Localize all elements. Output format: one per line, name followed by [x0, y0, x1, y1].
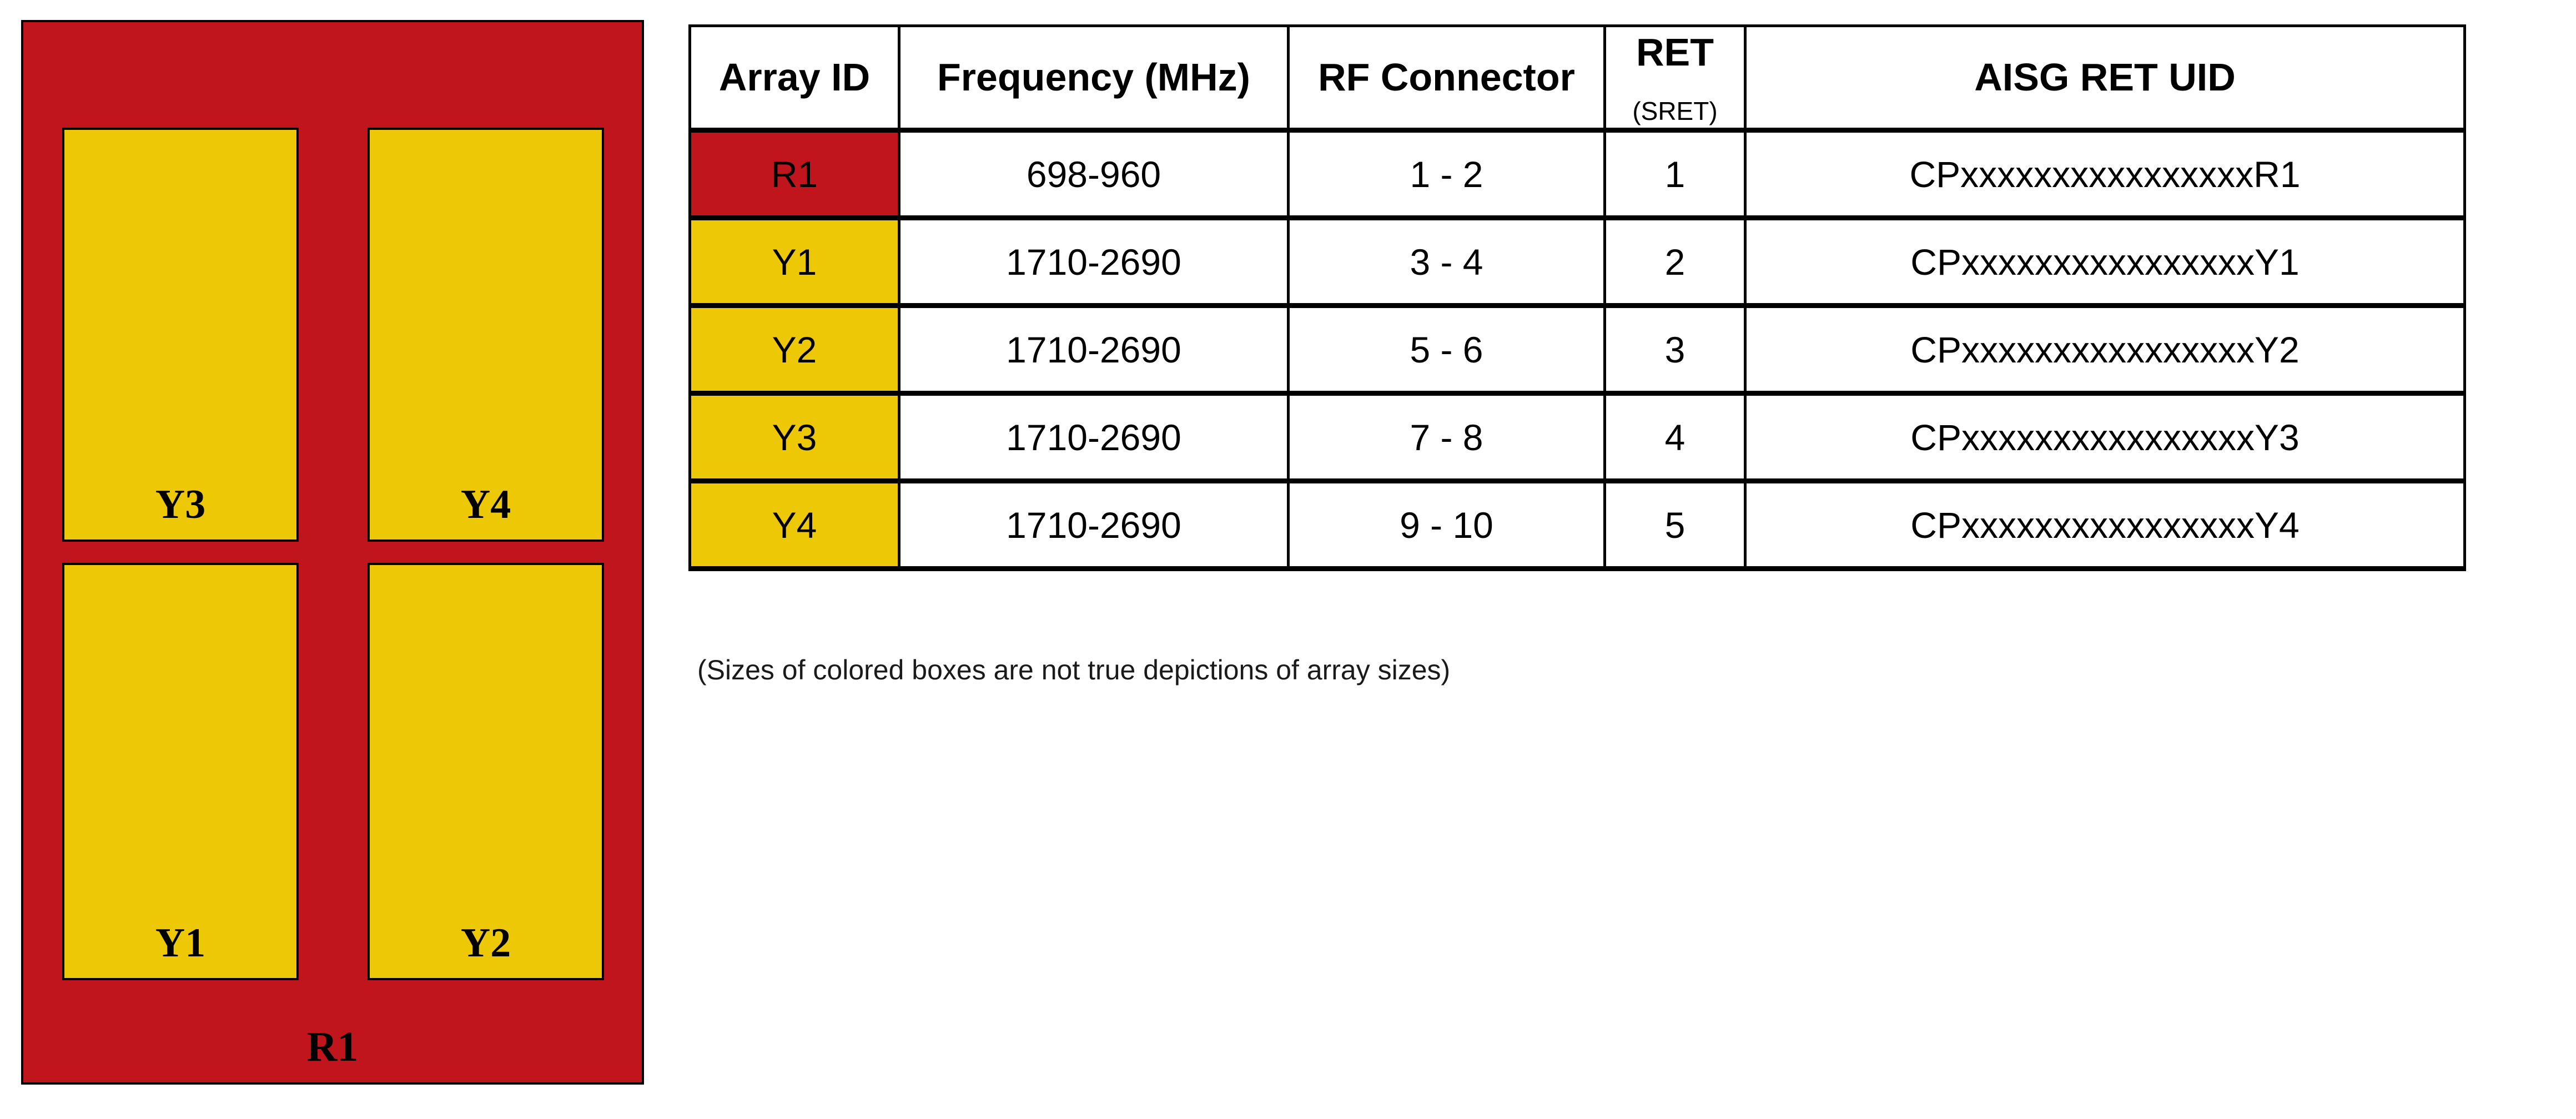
cell-frequency: 698-960: [898, 129, 1290, 220]
array-box-y1: Y1: [62, 563, 299, 980]
cell-ret: 5: [1603, 480, 1747, 571]
cell-rf-connector: 1 - 2: [1287, 129, 1606, 220]
table-row: Y1 1710-2690 3 - 4 2 CPxxxxxxxxxxxxxxxxY…: [688, 216, 2466, 308]
cell-aisg-ret-uid: CPxxxxxxxxxxxxxxxxY3: [1744, 392, 2466, 483]
cell-aisg-ret-uid: CPxxxxxxxxxxxxxxxxR1: [1744, 129, 2466, 220]
array-box-label: Y2: [460, 920, 511, 966]
cell-frequency: 1710-2690: [898, 216, 1290, 308]
antenna-panel-diagram: Y3 Y4 Y1 Y2 R1: [21, 20, 644, 1085]
array-box-y4: Y4: [368, 128, 604, 542]
cell-rf-connector: 5 - 6: [1287, 304, 1606, 396]
cell-aisg-ret-uid: CPxxxxxxxxxxxxxxxxY1: [1744, 216, 2466, 308]
col-header-array-id: Array ID: [688, 24, 900, 133]
col-header-ret: RET (SRET): [1603, 24, 1747, 133]
table-row: R1 698-960 1 - 2 1 CPxxxxxxxxxxxxxxxxR1: [688, 129, 2466, 220]
cell-rf-connector: 3 - 4: [1287, 216, 1606, 308]
cell-ret: 4: [1603, 392, 1747, 483]
cell-aisg-ret-uid: CPxxxxxxxxxxxxxxxxY4: [1744, 480, 2466, 571]
cell-ret: 3: [1603, 304, 1747, 396]
cell-rf-connector: 7 - 8: [1287, 392, 1606, 483]
array-box-y2: Y2: [368, 563, 604, 980]
cell-array-id: Y4: [688, 480, 900, 571]
table-header-row: Array ID Frequency (MHz) RF Connector RE…: [688, 24, 2466, 133]
col-header-ret-title: RET: [1636, 31, 1714, 74]
array-box-label: Y1: [155, 920, 206, 966]
array-box-y3: Y3: [62, 128, 299, 542]
cell-array-id: Y2: [688, 304, 900, 396]
cell-array-id: R1: [688, 129, 900, 220]
cell-ret: 1: [1603, 129, 1747, 220]
array-box-label: Y3: [155, 482, 206, 527]
panel-label: R1: [306, 1024, 359, 1070]
col-header-aisg-ret-uid: AISG RET UID: [1744, 24, 2466, 133]
table-row: Y3 1710-2690 7 - 8 4 CPxxxxxxxxxxxxxxxxY…: [688, 392, 2466, 483]
cell-array-id: Y3: [688, 392, 900, 483]
array-box-label: Y4: [460, 482, 511, 527]
cell-frequency: 1710-2690: [898, 304, 1290, 396]
col-header-ret-subtitle: (SRET): [1632, 97, 1718, 125]
table-row: Y2 1710-2690 5 - 6 3 CPxxxxxxxxxxxxxxxxY…: [688, 304, 2466, 396]
col-header-frequency: Frequency (MHz): [898, 24, 1290, 133]
cell-aisg-ret-uid: CPxxxxxxxxxxxxxxxxY2: [1744, 304, 2466, 396]
table-row: Y4 1710-2690 9 - 10 5 CPxxxxxxxxxxxxxxxx…: [688, 480, 2466, 571]
cell-array-id: Y1: [688, 216, 900, 308]
diagram-size-note: (Sizes of colored boxes are not true dep…: [697, 654, 1451, 685]
array-spec-table: Array ID Frequency (MHz) RF Connector RE…: [688, 24, 2466, 571]
col-header-rf-connector: RF Connector: [1287, 24, 1606, 133]
cell-frequency: 1710-2690: [898, 392, 1290, 483]
cell-rf-connector: 9 - 10: [1287, 480, 1606, 571]
cell-frequency: 1710-2690: [898, 480, 1290, 571]
cell-ret: 2: [1603, 216, 1747, 308]
